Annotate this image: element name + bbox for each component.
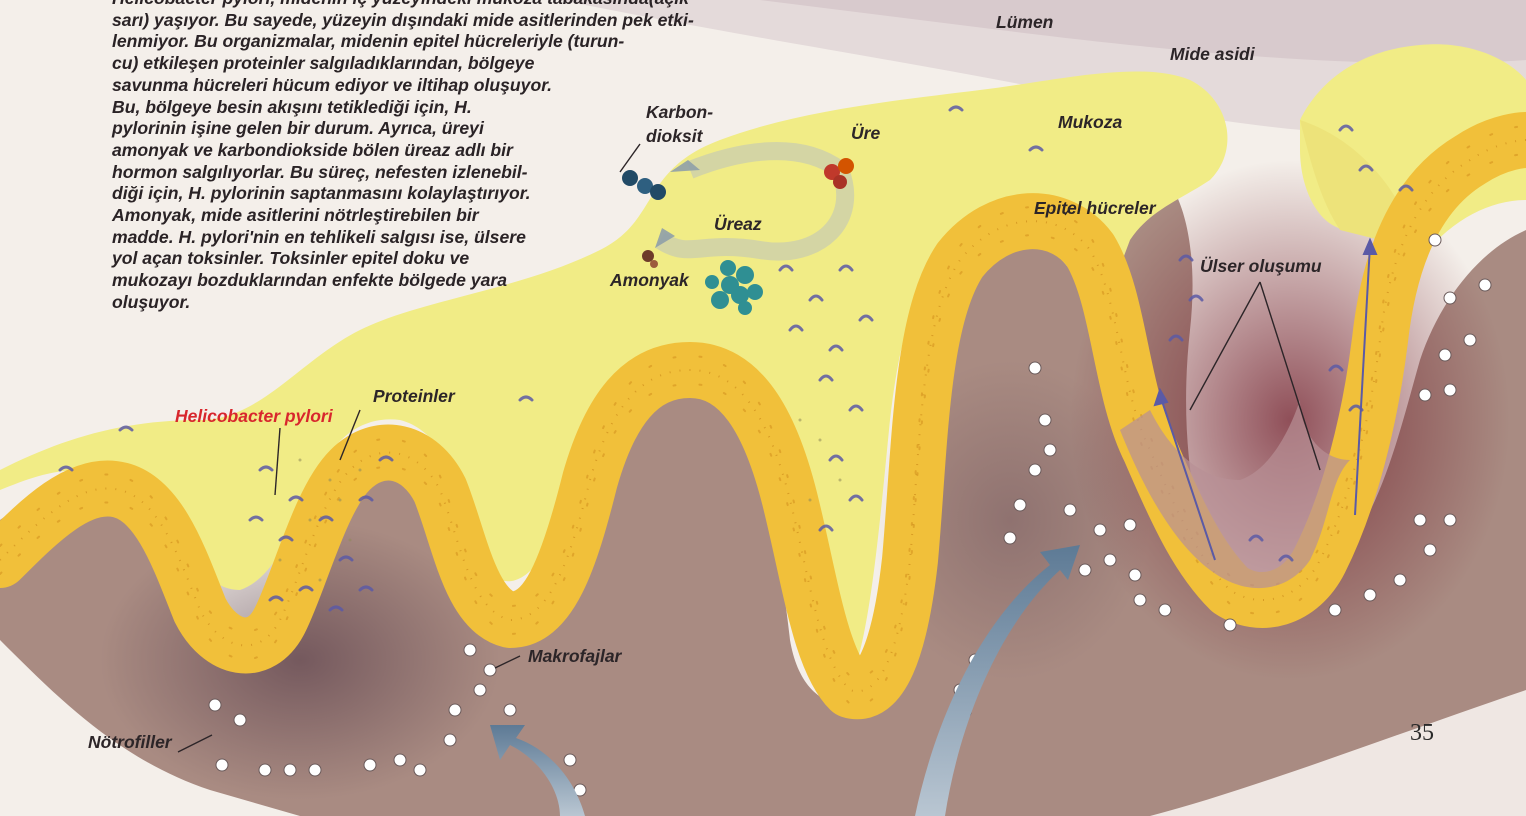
paragraph-line: cu) etkileşen proteinler salgıladıkların… xyxy=(112,53,812,75)
label-ure: Üre xyxy=(851,123,880,143)
label-mukoza: Mukoza xyxy=(1058,112,1122,132)
paragraph-line: Helicobacter pylori, midenin iç yüzeyind… xyxy=(112,0,812,10)
paragraph-line: madde. H. pylori'nin en tehlikeli salgıs… xyxy=(112,227,812,249)
label-helicobacter-pylori: Helicobacter pylori xyxy=(175,406,333,426)
paragraph-line: amonyak ve karbondiokside bölen üreaz ad… xyxy=(112,140,812,162)
description-paragraph: Helicobacter pylori, midenin iç yüzeyind… xyxy=(112,0,812,314)
label-proteinler: Proteinler xyxy=(373,386,455,406)
paragraph-line: Amonyak, mide asitlerini nötrleştirebile… xyxy=(112,205,812,227)
paragraph-line: savunma hücreleri hücum ediyor ve iltiha… xyxy=(112,75,812,97)
paragraph-line: lenmiyor. Bu organizmalar, midenin epite… xyxy=(112,31,812,53)
label-amonyak: Amonyak xyxy=(610,270,689,290)
label-makrofajlar: Makrofajlar xyxy=(528,646,621,666)
paragraph-line: yol açan toksinler. Toksinler epitel dok… xyxy=(112,248,812,270)
paragraph-line: diği için, H. pylorinin saptanmasını kol… xyxy=(112,183,812,205)
label-lumen: Lümen xyxy=(996,12,1053,32)
page-number: 35 xyxy=(1410,720,1434,747)
label-karbondioksit-2: dioksit xyxy=(646,126,702,146)
paragraph-line: hormon salgılıyorlar. Bu süreç, nefesten… xyxy=(112,162,812,184)
label-notrofiller: Nötrofiller xyxy=(88,732,172,752)
label-epitel-hucreler: Epitel hücreler xyxy=(1034,198,1156,218)
paragraph-line: sarı) yaşıyor. Bu sayede, yüzeyin dışınd… xyxy=(112,10,812,32)
paragraph-line: oluşuyor. xyxy=(112,292,812,314)
label-karbondioksit-1: Karbon- xyxy=(646,102,713,122)
label-ulser-olusumu: Ülser oluşumu xyxy=(1200,256,1322,276)
label-ureaz: Üreaz xyxy=(714,214,762,234)
paragraph-line: mukozayı bozduklarından enfekte bölgede … xyxy=(112,270,812,292)
label-mide-asidi: Mide asidi xyxy=(1170,44,1255,64)
